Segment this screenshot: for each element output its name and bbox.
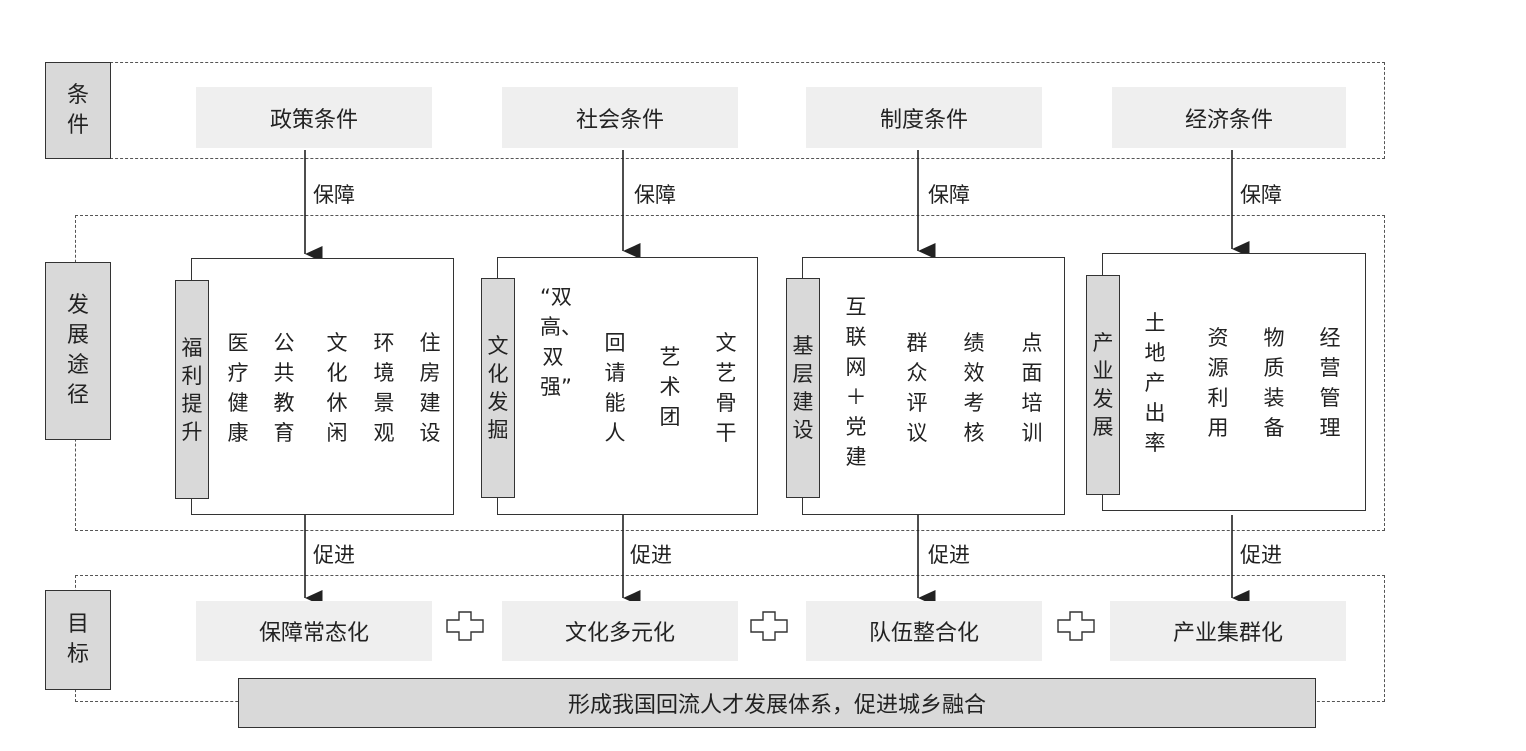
path-item: 住房建设 xyxy=(419,331,441,445)
path-item: 经营管理 xyxy=(1319,326,1341,440)
path-item: 公共教育 xyxy=(273,331,295,445)
guarantee-label-2: 保障 xyxy=(632,179,678,209)
guarantee-label-1: 保障 xyxy=(311,179,357,209)
path-card-welfare xyxy=(191,258,454,515)
path-tag-industry: 产业发展 xyxy=(1086,275,1120,495)
path-item: 文化休闲 xyxy=(326,331,348,445)
path-item: 土地产出率 xyxy=(1144,311,1166,455)
goal-guarantee: 保障常态化 xyxy=(196,601,432,661)
path-item: 医疗健康 xyxy=(227,331,249,445)
guarantee-label-3: 保障 xyxy=(926,179,972,209)
plus-outline-icon xyxy=(446,611,484,641)
promote-label-2: 促进 xyxy=(628,539,674,569)
path-card-grassroots xyxy=(802,257,1065,515)
condition-policy: 政策条件 xyxy=(196,87,432,148)
goal-team: 队伍整合化 xyxy=(806,601,1042,661)
path-item: 环境景观 xyxy=(373,331,395,445)
conditions-label: 条件 xyxy=(45,62,111,159)
path-card-culture xyxy=(497,257,758,515)
path-item: 互联网＋党建 xyxy=(845,295,867,469)
goal-industry: 产业集群化 xyxy=(1110,601,1346,661)
path-item: 物质装备 xyxy=(1263,326,1285,440)
path-tag-grassroots: 基层建设 xyxy=(786,278,820,498)
promote-label-3: 促进 xyxy=(926,539,972,569)
path-tag-culture: 文化发掘 xyxy=(481,278,515,498)
final-goal-bar: 形成我国回流人才发展体系，促进城乡融合 xyxy=(238,678,1316,728)
condition-social: 社会条件 xyxy=(502,87,738,148)
condition-economy: 经济条件 xyxy=(1112,87,1346,148)
path-item: 群众评议 xyxy=(906,331,928,445)
condition-institution: 制度条件 xyxy=(806,87,1042,148)
promote-label-1: 促进 xyxy=(311,539,357,569)
path-item: 回请能人 xyxy=(604,331,626,445)
plus-outline-icon xyxy=(750,611,788,641)
path-item: 艺术团 xyxy=(659,345,681,429)
goals-label: 目标 xyxy=(45,590,111,690)
paths-label: 发展途径 xyxy=(45,262,111,440)
plus-outline-icon xyxy=(1057,611,1095,641)
path-item: 资源利用 xyxy=(1207,326,1229,440)
goal-culture: 文化多元化 xyxy=(502,601,738,661)
guarantee-label-4: 保障 xyxy=(1238,179,1284,209)
path-item: 文艺骨干 xyxy=(715,331,737,445)
promote-label-4: 促进 xyxy=(1238,539,1284,569)
path-item: 绩效考核 xyxy=(963,331,985,445)
path-card-industry xyxy=(1102,253,1366,511)
path-item: 点面培训 xyxy=(1021,331,1043,445)
path-tag-welfare: 福利提升 xyxy=(175,280,209,499)
